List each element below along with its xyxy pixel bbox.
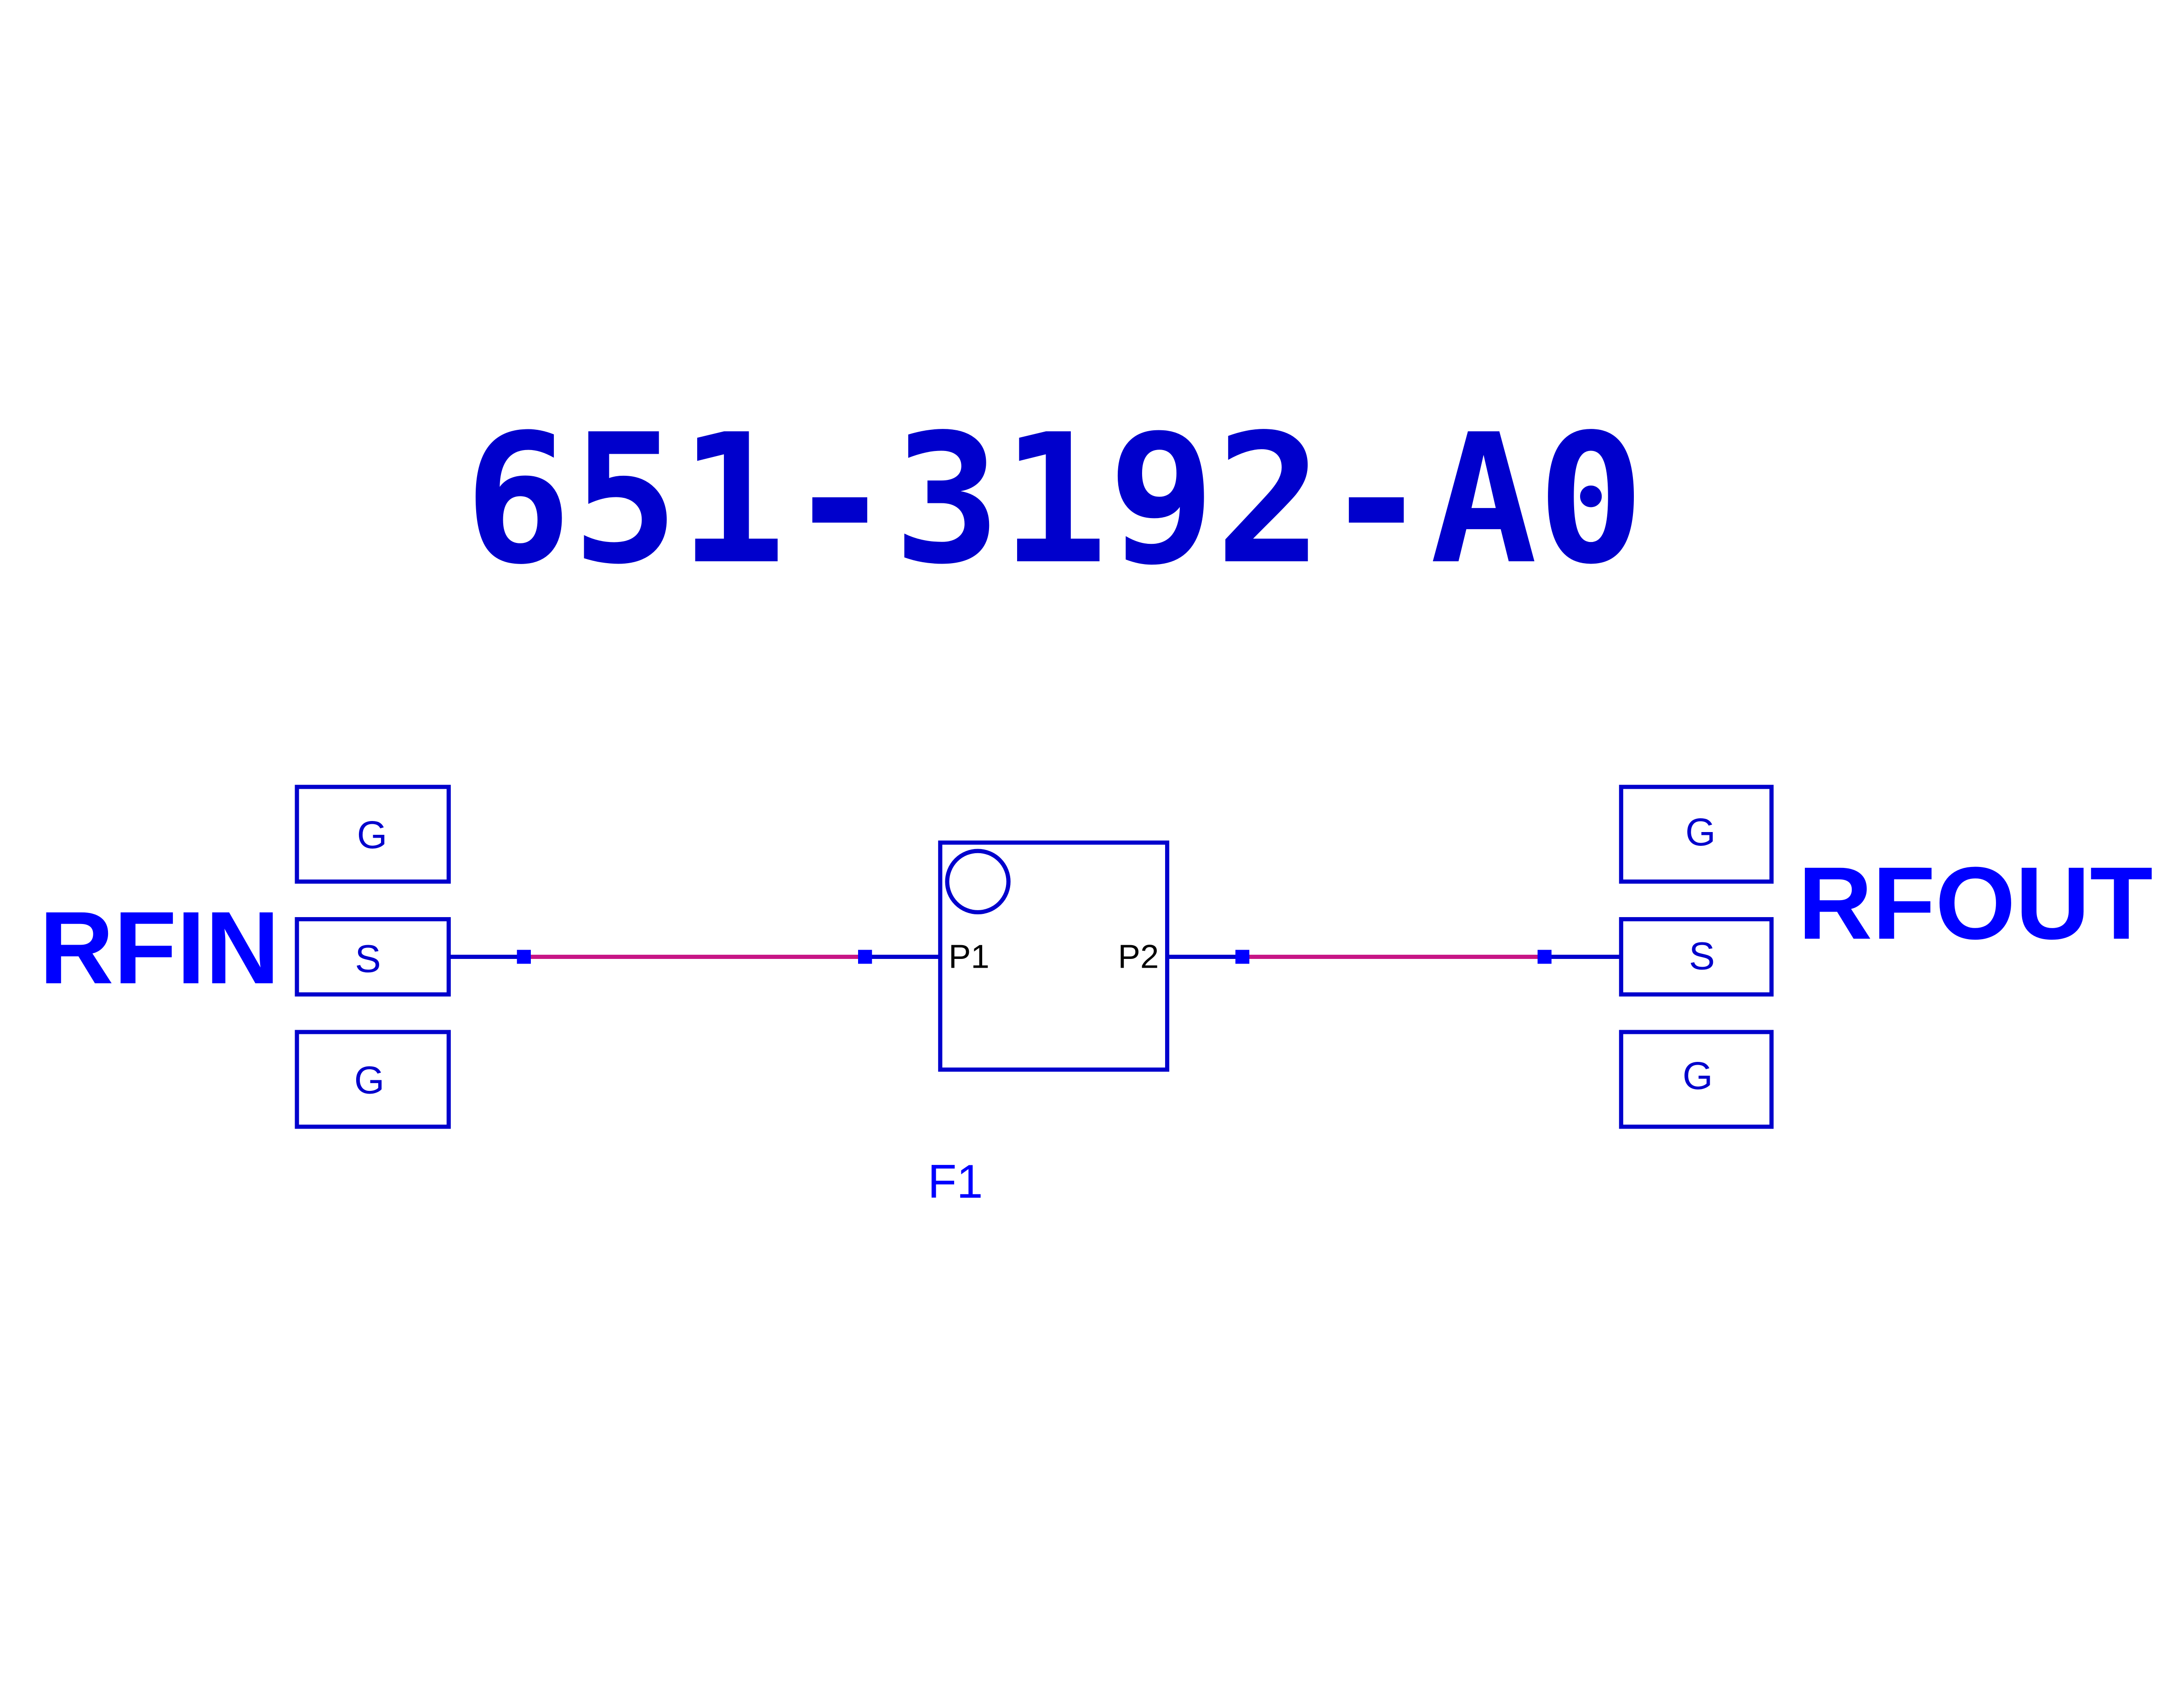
rfin-connector[interactable]: G S G xyxy=(295,785,451,1129)
rfout-ground-pad-bottom[interactable] xyxy=(1619,1030,1774,1129)
rfout-pin-label: G xyxy=(1683,1054,1713,1097)
pin2-label: P2 xyxy=(1118,938,1159,975)
rfout-signal-pad[interactable] xyxy=(1619,917,1774,997)
pin1-indicator-icon xyxy=(945,849,1011,915)
rfin-pin-label: S xyxy=(355,937,381,981)
pin1-label: P1 xyxy=(949,938,990,975)
rfin-ground-pad-top[interactable] xyxy=(295,785,451,884)
rfout-label: RFOUT xyxy=(1798,845,2153,961)
rfout-ground-pad-top[interactable] xyxy=(1619,785,1774,884)
connection-node[interactable] xyxy=(1235,950,1250,964)
rfin-pin-label: G xyxy=(357,813,387,856)
component-ref-label: F1 xyxy=(927,1155,983,1208)
connection-node[interactable] xyxy=(858,950,872,964)
rfout-pin-label: G xyxy=(1685,810,1716,854)
part-number-title: 651-3192-A0 xyxy=(464,396,1644,604)
connection-node[interactable] xyxy=(1537,950,1552,964)
rfin-pin-label: G xyxy=(354,1058,385,1101)
component-f1[interactable]: P1 P2 xyxy=(938,840,1170,1072)
connection-node[interactable] xyxy=(517,950,531,964)
rfin-ground-pad-bottom[interactable] xyxy=(295,1030,451,1129)
rfin-label: RFIN xyxy=(40,890,280,1005)
rfout-connector[interactable]: G S G xyxy=(1619,785,1774,1129)
rfout-pin-label: S xyxy=(1689,934,1715,978)
